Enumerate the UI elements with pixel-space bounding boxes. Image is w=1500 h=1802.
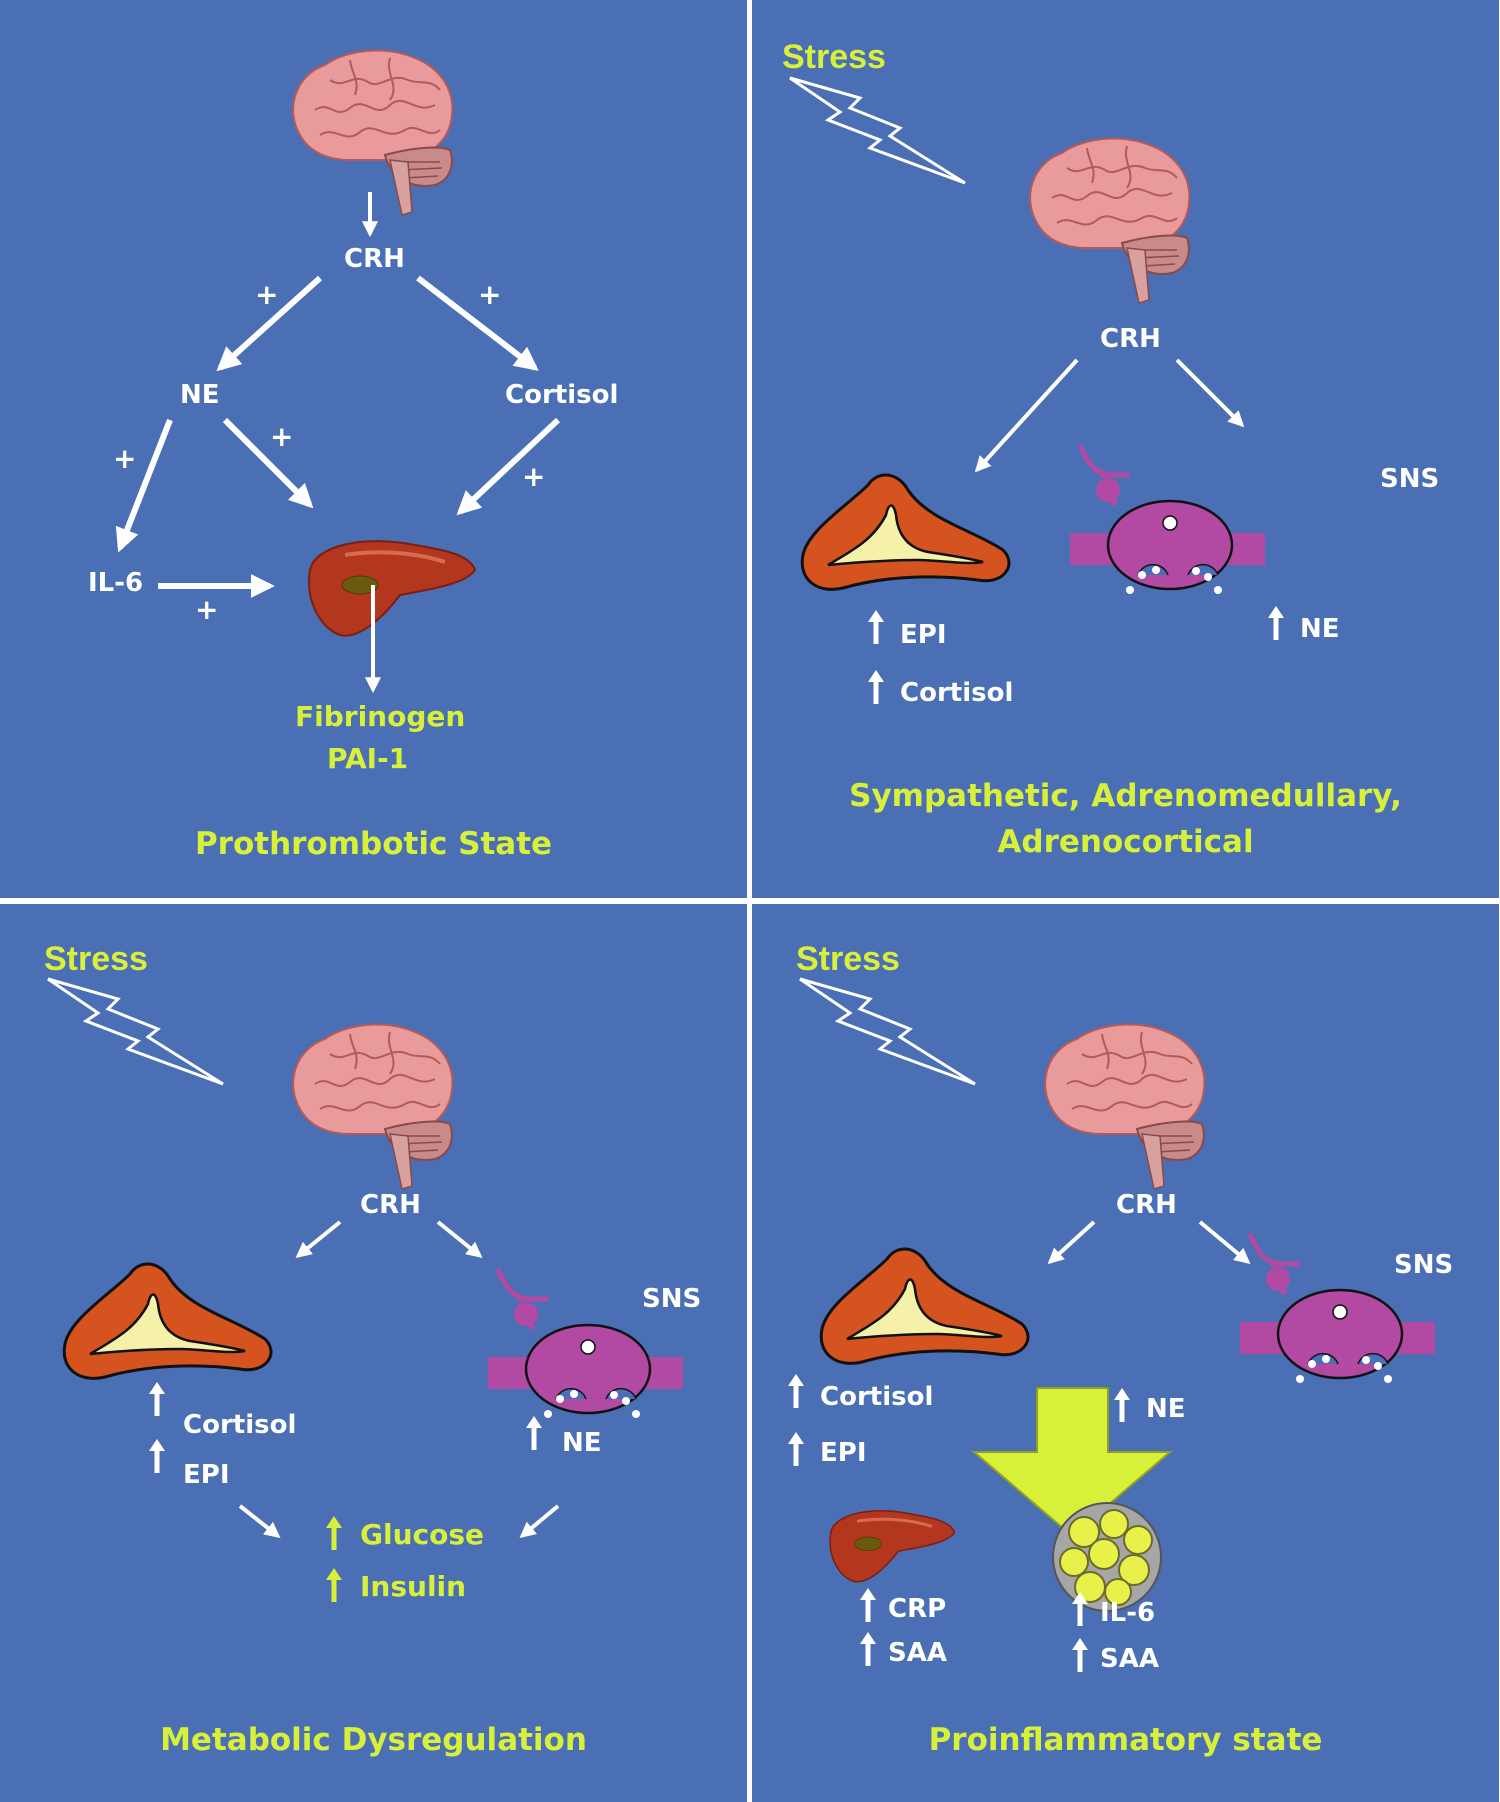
pai1-label: PAI-1: [327, 742, 409, 775]
sns-to-glucose-arrow: [519, 1504, 560, 1539]
fibrinogen-label: Fibrinogen: [295, 700, 466, 733]
crh-label: CRH: [360, 1190, 421, 1220]
il6-label: IL-6: [1100, 1598, 1156, 1628]
brain-icon: [1029, 137, 1191, 304]
sns-label: SNS: [1380, 464, 1440, 494]
saa-label-liver: SAA: [888, 1638, 947, 1668]
il6-label: IL-6: [88, 568, 144, 598]
ne-label: NE: [1300, 614, 1340, 644]
stress-label: Stress: [782, 38, 886, 76]
brain-icon: [292, 49, 454, 217]
cortisol-label: Cortisol: [505, 380, 619, 410]
ne-label: NE: [180, 380, 220, 410]
crh-to-cortisol-arrow: [416, 275, 539, 371]
up-arrow-icon: [1268, 606, 1284, 640]
panel-proinflammatory-graphics: [752, 977, 1499, 1802]
panel-title: Prothrombotic State: [194, 826, 553, 862]
adrenal-to-glucose-arrow: [238, 1504, 281, 1538]
ne-to-liver-arrow: [222, 417, 314, 509]
epi-label: EPI: [900, 620, 947, 650]
adrenal-gland-icon: [800, 473, 1011, 591]
brain-icon: [1044, 1023, 1206, 1190]
crh-to-adrenal-arrow: [974, 358, 1079, 473]
cortisol-to-liver-arrow: [456, 417, 561, 516]
up-arrow-icon: [860, 1632, 876, 1666]
crh-to-sns-arrow: [1198, 1220, 1251, 1265]
liver-icon: [307, 539, 477, 638]
large-down-arrow: [971, 1387, 1173, 1538]
epi-label: EPI: [820, 1438, 867, 1468]
up-arrow-icon: [868, 670, 884, 704]
plus-sign: +: [270, 420, 294, 453]
crh-to-adrenal-arrow: [295, 1220, 342, 1259]
plus-sign: +: [195, 593, 219, 626]
adrenal-gland-icon: [62, 1262, 273, 1380]
sns-label: SNS: [642, 1284, 702, 1314]
crh-to-sns-arrow: [1175, 358, 1245, 428]
plus-sign: +: [478, 278, 502, 311]
crp-label: CRP: [888, 1594, 947, 1624]
panel-sympathetic-graphics: [788, 76, 1499, 898]
crh-to-ne-arrow: [216, 275, 323, 372]
up-arrow-icon: [149, 1439, 165, 1473]
plus-sign: +: [522, 460, 546, 493]
panel-title-line1: Sympathetic, Adrenomedullary,: [849, 778, 1402, 814]
panel-proinflammatory-state: Stress CRH SNS Cortisol EPI NE CRP SAA I…: [752, 904, 1499, 1802]
ne-label: NE: [562, 1428, 602, 1458]
crh-to-sns-arrow: [436, 1220, 483, 1259]
sns-label: SNS: [1394, 1250, 1454, 1280]
panel-title-line2: Adrenocortical: [997, 824, 1254, 860]
sns-synapse-icon: [1070, 445, 1265, 594]
panel-prothrombotic-graphics: [115, 49, 561, 694]
insulin-label: Insulin: [360, 1570, 467, 1603]
crh-label: CRH: [344, 244, 405, 274]
up-arrow-icon: [788, 1374, 804, 1408]
crh-label: CRH: [1100, 324, 1161, 354]
cortisol-label: Cortisol: [820, 1382, 934, 1412]
cortisol-label: Cortisol: [900, 678, 1014, 708]
up-arrow-icon: [326, 1516, 342, 1550]
stress-label: Stress: [796, 940, 900, 978]
up-arrow-icon: [326, 1568, 342, 1602]
panel-prothrombotic-state: CRH NE Cortisol IL-6 + + + + + + Fibrino…: [0, 0, 747, 898]
ne-label: NE: [1146, 1394, 1186, 1424]
stress-bolt-icon: [798, 977, 977, 1086]
cortisol-label: Cortisol: [183, 1410, 297, 1440]
up-arrow-icon: [1114, 1388, 1130, 1422]
up-arrow-icon: [868, 610, 884, 644]
plus-sign: +: [255, 278, 279, 311]
crh-to-adrenal-arrow: [1047, 1220, 1096, 1265]
stress-bolt-icon: [788, 76, 967, 185]
glucose-label: Glucose: [360, 1518, 485, 1551]
up-arrow-icon: [1072, 1638, 1088, 1672]
up-arrow-icon: [526, 1416, 542, 1450]
brain-icon: [292, 1023, 454, 1190]
epi-label: EPI: [183, 1460, 230, 1490]
ne-to-il6-arrow: [115, 418, 173, 553]
plus-sign: +: [113, 442, 137, 475]
panel-title: Proinflammatory state: [928, 1722, 1323, 1758]
panel-metabolic-graphics: [46, 977, 747, 1802]
stress-label: Stress: [44, 940, 148, 978]
up-arrow-icon: [788, 1432, 804, 1466]
up-arrow-icon: [149, 1382, 165, 1416]
adrenal-gland-icon: [819, 1247, 1030, 1365]
up-arrow-icon: [860, 1588, 876, 1622]
saa-label-adipose: SAA: [1100, 1644, 1159, 1674]
panel-sympathetic-adrenomedullary: Stress CRH SNS EPI Cortisol NE Sympathet…: [752, 0, 1499, 898]
crh-label: CRH: [1116, 1190, 1177, 1220]
liver-icon: [828, 1509, 956, 1584]
panel-title: Metabolic Dysregulation: [160, 1722, 587, 1758]
panel-metabolic-dysregulation: Stress CRH SNS Cortisol EPI NE Glucose I…: [0, 904, 747, 1802]
stress-bolt-icon: [46, 977, 225, 1086]
adipose-tissue-icon: [1052, 1502, 1162, 1612]
